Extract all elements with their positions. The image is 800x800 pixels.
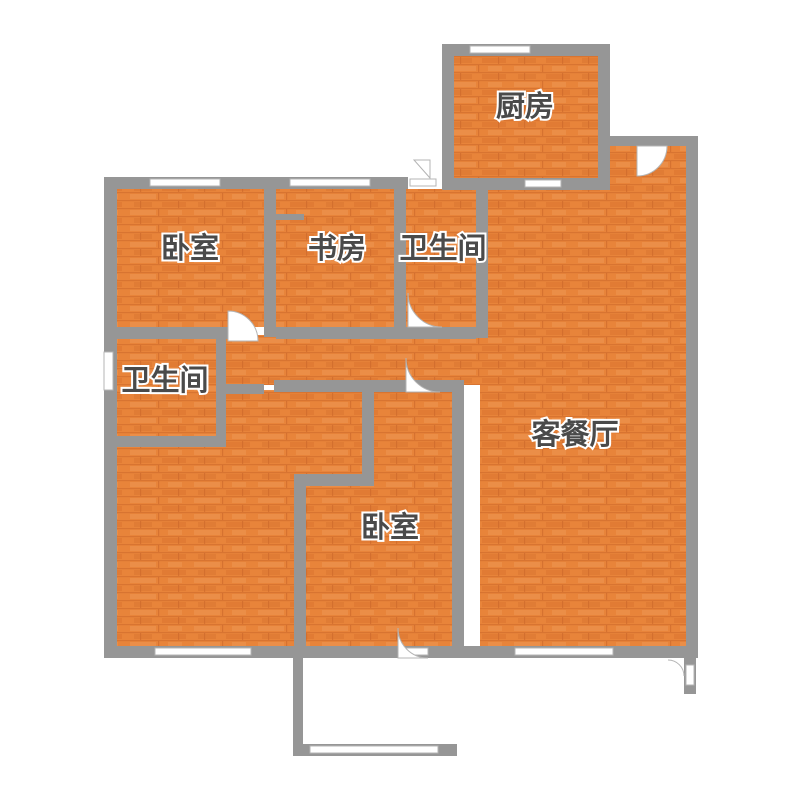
- wall: [293, 658, 303, 756]
- window: [149, 178, 221, 187]
- floor-study: [275, 189, 395, 327]
- door-swing: [636, 145, 668, 177]
- wall: [216, 339, 226, 447]
- window: [409, 178, 437, 187]
- door-swing: [405, 357, 441, 393]
- doors: [227, 145, 685, 677]
- wall: [686, 136, 698, 658]
- room-label-kitchen: 厨房: [496, 89, 554, 123]
- floor-bedroom-2: [305, 390, 455, 646]
- wall: [276, 214, 304, 220]
- wall: [442, 44, 454, 190]
- window: [289, 178, 371, 187]
- floor-corridor: [225, 335, 480, 385]
- room-label-study: 书房: [308, 231, 366, 265]
- door-swing: [412, 159, 431, 180]
- windows: [103, 45, 695, 754]
- room-labels: 厨房 卧室 书房 卫生间 卫生间 客餐厅 卧室: [119, 87, 620, 546]
- wall: [104, 436, 226, 447]
- room-label-bedroom-2: 卧室: [361, 510, 419, 544]
- room-label-bathroom-1: 卫生间: [399, 231, 486, 265]
- window: [103, 351, 114, 391]
- wall: [598, 44, 610, 190]
- door-swing: [227, 310, 259, 342]
- window: [685, 664, 695, 686]
- room-label-bedroom-1: 卧室: [161, 231, 219, 265]
- floor-bathroom-1: [405, 189, 480, 327]
- wall: [452, 380, 464, 658]
- wall: [264, 177, 276, 337]
- room-label-bathroom-2: 卫生间: [121, 363, 208, 397]
- window: [514, 647, 614, 656]
- wall: [226, 384, 264, 394]
- wall: [104, 177, 117, 658]
- window: [309, 745, 439, 754]
- door-swing: [667, 659, 685, 677]
- door-swing: [407, 292, 443, 328]
- window: [469, 45, 531, 54]
- wall: [104, 327, 228, 339]
- floor-bedroom-1: [117, 189, 265, 327]
- floor-living-dining: [480, 146, 686, 646]
- wall: [362, 390, 374, 478]
- wall: [476, 178, 488, 338]
- wall: [276, 327, 476, 339]
- wall: [294, 474, 374, 486]
- window: [524, 179, 562, 188]
- window: [154, 647, 252, 656]
- wall: [394, 177, 406, 337]
- wall: [294, 474, 306, 658]
- floor-areas: [117, 56, 686, 646]
- room-label-living-dining: 客餐厅: [531, 417, 618, 451]
- wall: [598, 136, 698, 146]
- door-swing: [397, 627, 429, 659]
